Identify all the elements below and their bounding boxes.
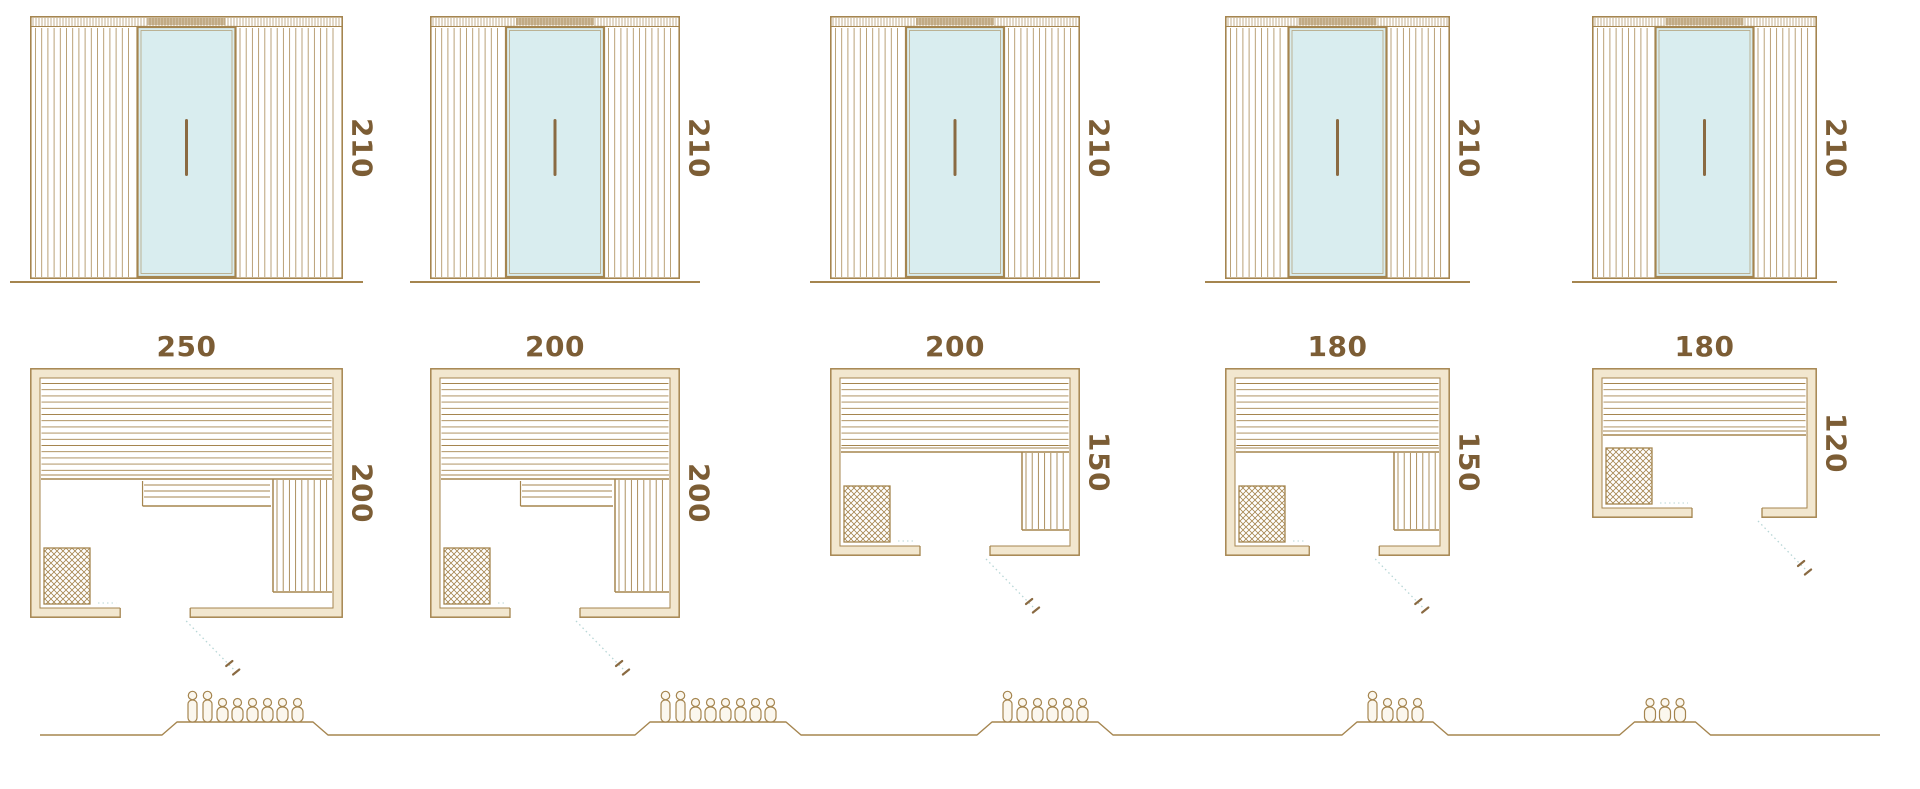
ground-line [1572, 281, 1837, 283]
ground-line [1205, 281, 1470, 283]
capacity-group [187, 690, 304, 723]
sauna-floor-plan [430, 368, 680, 676]
sauna-front-elevation [1225, 16, 1450, 279]
capacity-group [1643, 697, 1687, 723]
height-dimension-label: 210 [1452, 117, 1486, 178]
sauna-floor-plan [1225, 368, 1450, 614]
sauna-floor-plan [30, 368, 343, 676]
height-dimension-label: 210 [345, 117, 379, 178]
width-dimension-label: 250 [156, 330, 217, 363]
width-dimension-label: 180 [1307, 330, 1368, 363]
ground-line [10, 281, 363, 283]
ground-line [810, 281, 1100, 283]
sauna-floor-plan [830, 368, 1080, 614]
sauna-front-elevation [430, 16, 680, 279]
width-dimension-label: 180 [1674, 330, 1735, 363]
height-dimension-label: 210 [682, 117, 716, 178]
width-dimension-label: 200 [925, 330, 985, 363]
capacity-group [1002, 690, 1089, 723]
depth-dimension-label: 150 [1082, 432, 1116, 492]
depth-dimension-label: 200 [682, 463, 716, 523]
depth-dimension-label: 150 [1452, 432, 1486, 492]
sauna-floor-plan [1592, 368, 1817, 576]
capacity-group [660, 690, 777, 723]
width-dimension-label: 200 [525, 330, 585, 363]
sauna-front-elevation [1592, 16, 1817, 279]
capacity-row [40, 690, 1880, 736]
depth-dimension-label: 200 [345, 463, 379, 523]
sauna-front-elevation [830, 16, 1080, 279]
sauna-front-elevation [30, 16, 343, 279]
height-dimension-label: 210 [1819, 117, 1853, 178]
depth-dimension-label: 120 [1819, 413, 1853, 473]
height-dimension-label: 210 [1082, 117, 1116, 178]
ground-line [410, 281, 700, 283]
capacity-group [1367, 690, 1424, 723]
